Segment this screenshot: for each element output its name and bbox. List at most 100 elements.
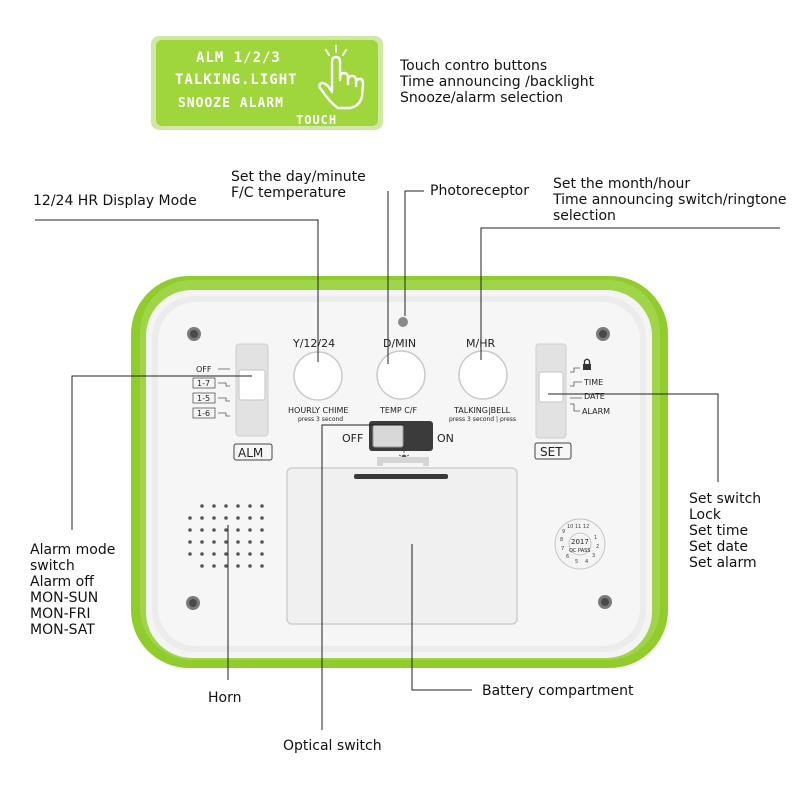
horn-hole bbox=[212, 540, 216, 544]
day-minute-line: Set the day/minute bbox=[231, 169, 366, 185]
optical-switch[interactable]: OFF ON bbox=[342, 421, 454, 451]
horn-hole bbox=[236, 552, 240, 556]
horn-hole bbox=[260, 540, 264, 544]
set-switch-line: Lock bbox=[689, 507, 721, 523]
horn-hole bbox=[212, 552, 216, 556]
display-mode-note: 12/24 HR Display Mode bbox=[33, 193, 197, 209]
leader-lines bbox=[35, 190, 780, 730]
svg-text:1: 1 bbox=[594, 535, 597, 541]
alarm-mode-line: switch bbox=[30, 558, 75, 574]
button-subnote-talking: press 3 second | press bbox=[449, 416, 516, 423]
svg-text:10 11 12: 10 11 12 bbox=[567, 524, 589, 530]
alm-label: ALM bbox=[238, 446, 263, 460]
alm-switch[interactable]: OFF 1-7 1-5 1-6 ALM bbox=[192, 343, 273, 461]
horn-hole bbox=[188, 552, 192, 556]
set-pos-time: TIME bbox=[583, 378, 603, 387]
leader-month-hour bbox=[480, 227, 780, 360]
touch-control-panel: ALM 1/2/3 TALKING.LIGHT SNOOZE ALARM TOU… bbox=[151, 36, 383, 130]
alarm-mode-line: Alarm off bbox=[30, 574, 94, 590]
horn-hole bbox=[200, 552, 204, 556]
battery-latch bbox=[377, 457, 429, 466]
horn-hole bbox=[188, 528, 192, 532]
touch-hand-icon bbox=[318, 45, 365, 110]
svg-text:2: 2 bbox=[596, 544, 599, 550]
horn-hole bbox=[212, 528, 216, 532]
battery-note: Battery compartment bbox=[482, 683, 634, 699]
alarm-mode-line: MON-FRI bbox=[30, 606, 91, 622]
button-sublabel-temp: TEMP C/F bbox=[379, 406, 417, 415]
optical-off-label: OFF bbox=[342, 432, 363, 445]
month-hour-note: Set the month/hour Time announcing switc… bbox=[553, 176, 787, 224]
touch-note-line: Snooze/alarm selection bbox=[400, 90, 564, 106]
leader-alarm-mode bbox=[71, 375, 252, 530]
top-buttons: Y/12/24 HOURLY CHIME press 3 second D/MI… bbox=[288, 337, 516, 423]
horn-hole bbox=[212, 516, 216, 520]
touch-panel-line3: SNOOZE ALARM bbox=[178, 96, 284, 111]
leader-photoreceptor bbox=[404, 190, 424, 316]
month-hour-line: Set the month/hour bbox=[553, 176, 691, 192]
horn-hole bbox=[260, 504, 264, 508]
set-switch[interactable]: TIME DATE ALARM SET bbox=[534, 343, 610, 460]
leader-display-mode bbox=[35, 219, 319, 362]
horn-hole bbox=[236, 504, 240, 508]
horn-hole bbox=[248, 552, 252, 556]
horn-hole bbox=[236, 516, 240, 520]
lock-icon bbox=[583, 358, 591, 370]
touch-panel-face bbox=[156, 40, 378, 126]
horn-hole bbox=[188, 540, 192, 544]
touch-panel-line4: TOUCH bbox=[296, 113, 337, 127]
alarm-mode-note: Alarm mode switch Alarm off MON-SUN MON-… bbox=[30, 542, 115, 638]
touch-buttons-note: Touch contro buttons Time announcing /ba… bbox=[400, 58, 594, 106]
dmin-button[interactable] bbox=[376, 350, 426, 400]
day-minute-note: Set the day/minute F/C temperature bbox=[231, 169, 366, 201]
horn-hole bbox=[260, 564, 264, 568]
photoreceptor-icon bbox=[398, 317, 408, 327]
horn-hole bbox=[224, 540, 228, 544]
optical-on-label: ON bbox=[437, 432, 454, 445]
stamp-year: 2017 bbox=[571, 538, 589, 546]
button-label-y1224: Y/12/24 bbox=[292, 337, 335, 350]
svg-text:5: 5 bbox=[575, 559, 578, 565]
mhr-button[interactable] bbox=[458, 350, 508, 400]
horn-hole bbox=[200, 564, 204, 568]
horn-hole bbox=[236, 528, 240, 532]
horn-hole bbox=[248, 528, 252, 532]
qc-stamp: 2017 QC PASS 10 11 12 12 34 56 789 bbox=[554, 518, 606, 570]
optical-switch-note: Optical switch bbox=[283, 738, 382, 754]
set-switch-line: Set switch bbox=[689, 491, 762, 507]
horn-hole bbox=[248, 564, 252, 568]
horn-hole bbox=[236, 564, 240, 568]
alm-pos-off: OFF bbox=[196, 365, 212, 374]
set-switch-line: Set time bbox=[689, 523, 749, 539]
button-sublabel-talking: TALKING|BELL bbox=[453, 406, 511, 415]
horn-hole bbox=[224, 552, 228, 556]
horn-hole bbox=[224, 528, 228, 532]
horn-hole bbox=[200, 504, 204, 508]
set-switch-note: Set switch Lock Set time Set date Set al… bbox=[689, 491, 761, 571]
svg-text:6: 6 bbox=[566, 554, 569, 560]
leader-set-switch bbox=[548, 393, 719, 482]
stamp-qc: QC PASS bbox=[569, 548, 590, 554]
horn-hole bbox=[224, 564, 228, 568]
horn-hole bbox=[200, 528, 204, 532]
photoreceptor-note: Photoreceptor bbox=[430, 183, 530, 199]
svg-text:4: 4 bbox=[585, 559, 588, 565]
svg-text:9: 9 bbox=[562, 529, 565, 535]
horn-hole bbox=[248, 540, 252, 544]
alm-pos-15: 1-5 bbox=[197, 394, 210, 403]
svg-text:3: 3 bbox=[592, 553, 595, 559]
horn-hole bbox=[236, 540, 240, 544]
set-pos-alarm: ALARM bbox=[582, 407, 610, 416]
svg-text:8: 8 bbox=[560, 537, 563, 543]
horn-hole bbox=[224, 504, 228, 508]
leader-battery bbox=[411, 544, 472, 691]
touch-panel-line2: TALKING.LIGHT bbox=[175, 72, 298, 88]
button-sublabel-hourly: HOURLY CHIME bbox=[288, 406, 348, 415]
horn-hole bbox=[260, 516, 264, 520]
horn-hole bbox=[224, 516, 228, 520]
horn-hole bbox=[200, 540, 204, 544]
button-label-dmin: D/MIN bbox=[383, 337, 416, 350]
svg-text:7: 7 bbox=[561, 546, 564, 552]
horn-hole bbox=[248, 504, 252, 508]
